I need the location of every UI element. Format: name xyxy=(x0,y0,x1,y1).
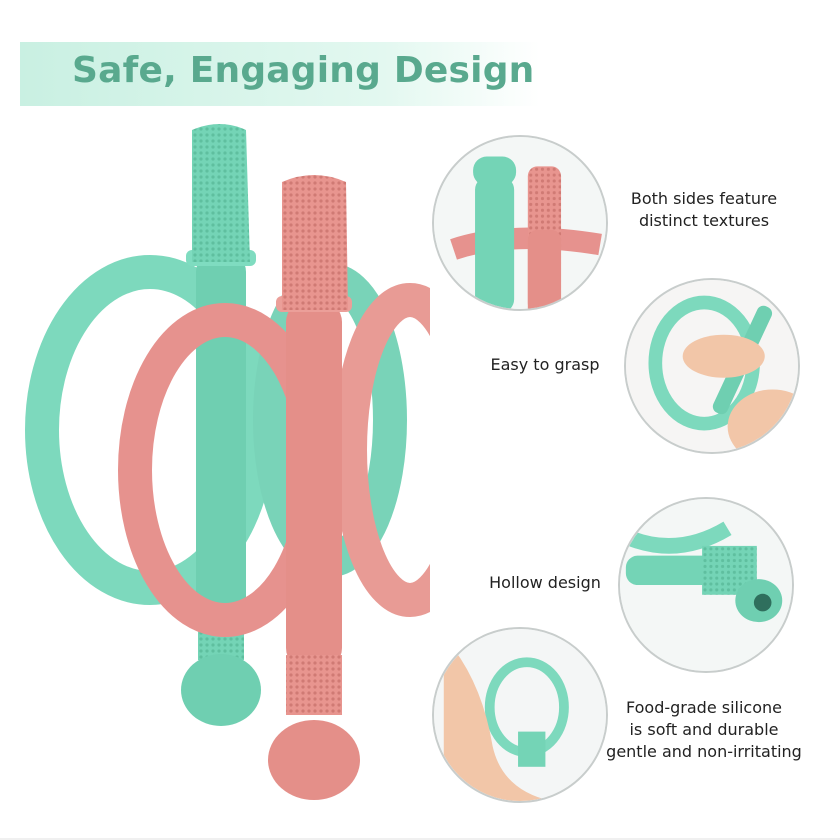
detail-hollow xyxy=(618,497,794,673)
detail-textures xyxy=(432,135,608,311)
feature-hollow: Hollow design xyxy=(489,573,601,592)
feature-silicone: Food-grade silicone is soft and durable … xyxy=(606,698,802,761)
title-band xyxy=(20,42,540,106)
feature-textures: Both sides feature distinct textures xyxy=(630,189,778,230)
detail-grasp xyxy=(624,278,800,454)
page-title: Safe, Engaging Design xyxy=(72,50,535,91)
bottom-rule xyxy=(0,838,840,840)
pink-teether xyxy=(118,175,430,800)
detail-silicone xyxy=(432,627,608,803)
feature-grasp: Easy to grasp xyxy=(490,355,600,374)
teether-illustration xyxy=(25,124,430,800)
